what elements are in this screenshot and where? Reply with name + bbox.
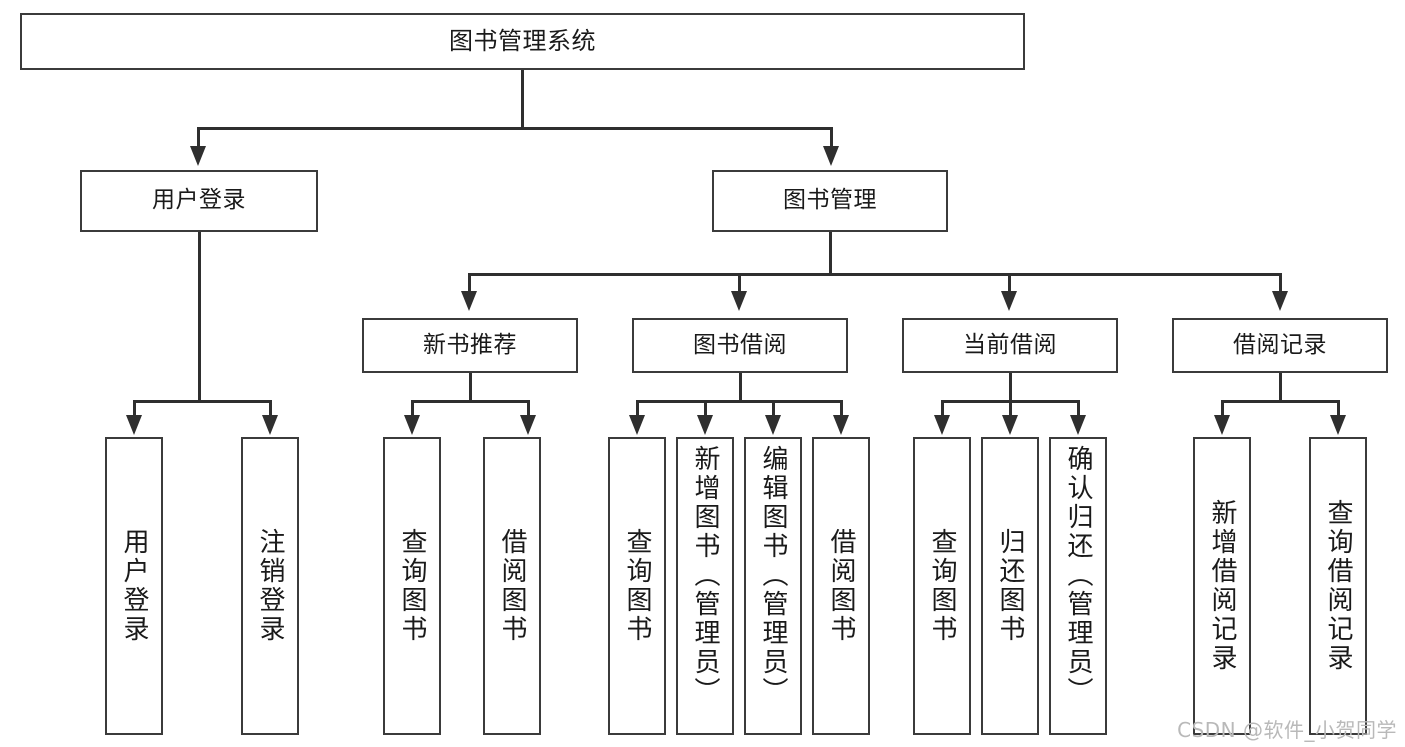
connector-new-book-stem bbox=[469, 373, 472, 401]
connector-book-borrow-drop-1 bbox=[636, 400, 639, 418]
connector-book-borrow-drop-4 bbox=[840, 400, 843, 418]
node-book-borrow[interactable]: 图书借阅 bbox=[632, 318, 848, 373]
arrowhead-leaf-query-record bbox=[1330, 415, 1346, 435]
arrowhead-leaf-query-book-c bbox=[934, 415, 950, 435]
node-label: 图书管理系统 bbox=[449, 27, 596, 56]
node-borrow-record[interactable]: 借阅记录 bbox=[1172, 318, 1388, 373]
connector-new-book-drop-2 bbox=[527, 400, 530, 418]
connector-current-borrow-stem bbox=[1009, 373, 1012, 401]
connector-to-borrow-record bbox=[1279, 273, 1282, 293]
arrowhead-to-book-borrow bbox=[731, 291, 747, 311]
arrowhead-leaf-add-record bbox=[1214, 415, 1230, 435]
node-label: 查询图书 bbox=[622, 528, 652, 644]
connector-current-borrow-drop-2 bbox=[1009, 400, 1012, 418]
node-label: 查询图书 bbox=[927, 528, 957, 644]
node-label: 借阅图书 bbox=[497, 528, 527, 644]
node-label: 图书借阅 bbox=[693, 331, 787, 358]
node-label: 图书管理 bbox=[783, 187, 877, 214]
node-label: 用户登录 bbox=[152, 187, 246, 214]
arrowhead-to-new-book bbox=[461, 291, 477, 311]
connector-book-borrow-stem bbox=[739, 373, 742, 401]
connector-root-to-user-login bbox=[197, 127, 200, 147]
node-label: 新增借阅记录 bbox=[1207, 499, 1237, 673]
connector-book-borrow-drop-3 bbox=[772, 400, 775, 418]
connector-to-new-book bbox=[468, 273, 471, 293]
connector-book-borrow-drop-2 bbox=[704, 400, 707, 418]
leaf-logout[interactable]: 注销登录 bbox=[241, 437, 299, 735]
connector-current-borrow-drop-3 bbox=[1077, 400, 1080, 418]
node-current-borrow[interactable]: 当前借阅 bbox=[902, 318, 1118, 373]
connector-user-login-drop-2 bbox=[269, 400, 272, 418]
arrowhead-leaf-user-login bbox=[126, 415, 142, 435]
arrowhead-to-borrow-record bbox=[1272, 291, 1288, 311]
connector-new-book-bar bbox=[411, 400, 528, 403]
leaf-borrow-book-recommend[interactable]: 借阅图书 bbox=[483, 437, 541, 735]
arrowhead-root-to-book-manage bbox=[823, 146, 839, 166]
node-new-book-recommend[interactable]: 新书推荐 bbox=[362, 318, 578, 373]
node-label: 当前借阅 bbox=[963, 331, 1057, 358]
leaf-query-book-borrow[interactable]: 查询图书 bbox=[608, 437, 666, 735]
node-label: 归还图书 bbox=[995, 528, 1025, 644]
connector-borrow-record-bar bbox=[1221, 400, 1338, 403]
leaf-query-borrow-record[interactable]: 查询借阅记录 bbox=[1309, 437, 1367, 735]
leaf-add-book-admin[interactable]: 新增图书（管理员） bbox=[676, 437, 734, 735]
leaf-borrow-book[interactable]: 借阅图书 bbox=[812, 437, 870, 735]
arrowhead-leaf-add-book bbox=[697, 415, 713, 435]
node-label: 查询图书 bbox=[397, 528, 427, 644]
arrowhead-leaf-query-book-a bbox=[404, 415, 420, 435]
node-label: 借阅图书 bbox=[826, 528, 856, 644]
node-book-management[interactable]: 图书管理 bbox=[712, 170, 948, 232]
arrowhead-leaf-return-book bbox=[1002, 415, 1018, 435]
connector-user-login-stem bbox=[198, 232, 201, 402]
arrowhead-leaf-borrow-book-a bbox=[520, 415, 536, 435]
arrowhead-leaf-confirm-return bbox=[1070, 415, 1086, 435]
csdn-watermark: CSDN @软件_小贺同学 bbox=[1177, 718, 1397, 742]
node-label: 注销登录 bbox=[255, 528, 285, 644]
connector-borrow-record-stem bbox=[1279, 373, 1282, 401]
connector-user-login-drop-1 bbox=[133, 400, 136, 418]
leaf-add-borrow-record[interactable]: 新增借阅记录 bbox=[1193, 437, 1251, 735]
arrowhead-leaf-logout bbox=[262, 415, 278, 435]
node-label: 新增图书（管理员） bbox=[690, 445, 720, 706]
connector-root-to-book-manage bbox=[830, 127, 833, 147]
connector-current-borrow-drop-1 bbox=[941, 400, 944, 418]
arrowhead-to-current-borrow bbox=[1001, 291, 1017, 311]
connector-new-book-drop-1 bbox=[411, 400, 414, 418]
node-label: 借阅记录 bbox=[1233, 331, 1327, 358]
leaf-confirm-return-admin[interactable]: 确认归还（管理员） bbox=[1049, 437, 1107, 735]
connector-root-bar bbox=[197, 127, 833, 130]
connector-to-book-borrow bbox=[738, 273, 741, 293]
leaf-edit-book-admin[interactable]: 编辑图书（管理员） bbox=[744, 437, 802, 735]
connector-book-borrow-bar bbox=[636, 400, 841, 403]
arrowhead-root-to-user-login bbox=[190, 146, 206, 166]
node-label: 用户登录 bbox=[119, 528, 149, 644]
node-label: 确认归还（管理员） bbox=[1063, 445, 1093, 706]
connector-borrow-record-drop-2 bbox=[1337, 400, 1340, 418]
connector-book-manage-stem bbox=[829, 232, 832, 274]
connector-root-stem bbox=[521, 70, 524, 128]
node-user-login[interactable]: 用户登录 bbox=[80, 170, 318, 232]
connector-user-login-bar bbox=[133, 400, 270, 403]
leaf-query-book-recommend[interactable]: 查询图书 bbox=[383, 437, 441, 735]
node-label: 编辑图书（管理员） bbox=[758, 445, 788, 706]
leaf-user-login[interactable]: 用户登录 bbox=[105, 437, 163, 735]
node-label: 新书推荐 bbox=[423, 331, 517, 358]
leaf-query-book-current[interactable]: 查询图书 bbox=[913, 437, 971, 735]
connector-book-manage-bar bbox=[468, 273, 1282, 276]
connector-borrow-record-drop-1 bbox=[1221, 400, 1224, 418]
connector-to-current-borrow bbox=[1008, 273, 1011, 293]
node-label: 查询借阅记录 bbox=[1323, 499, 1353, 673]
arrowhead-leaf-borrow-book-b bbox=[833, 415, 849, 435]
arrowhead-leaf-edit-book bbox=[765, 415, 781, 435]
node-root-system[interactable]: 图书管理系统 bbox=[20, 13, 1025, 70]
leaf-return-book[interactable]: 归还图书 bbox=[981, 437, 1039, 735]
arrowhead-leaf-query-book-b bbox=[629, 415, 645, 435]
